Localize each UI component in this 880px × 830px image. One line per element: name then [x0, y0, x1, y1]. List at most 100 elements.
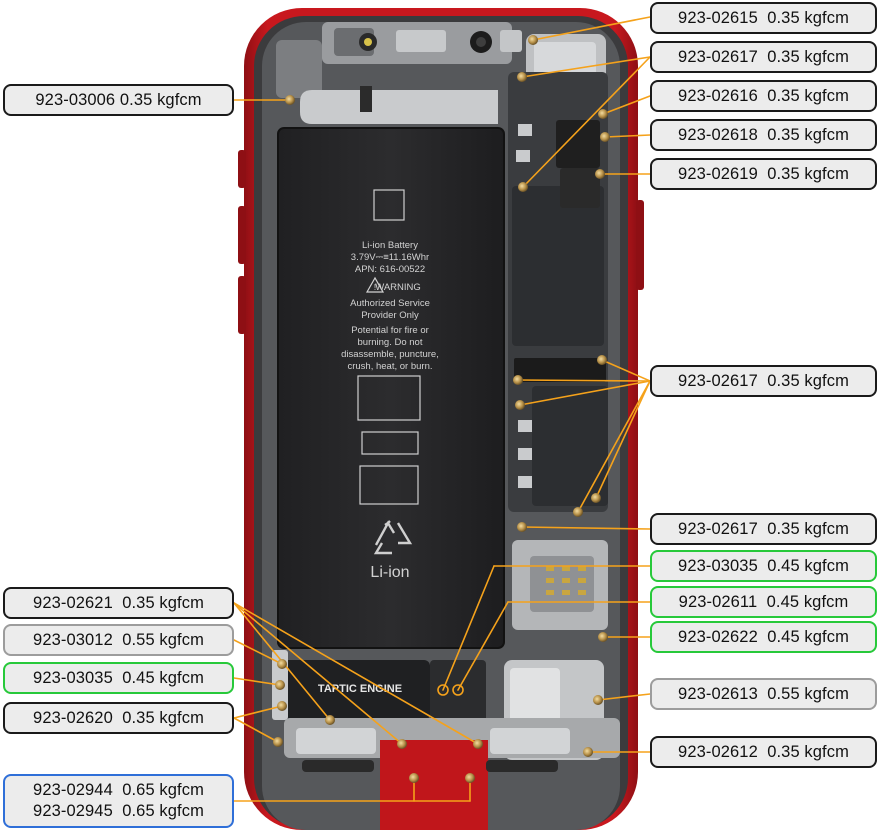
callout-text: 923-02613 0.55 kgfcm — [678, 684, 849, 703]
screw-marker — [277, 659, 287, 669]
warning-icon — [365, 276, 385, 293]
leader-line — [442, 565, 495, 691]
leader-line — [233, 639, 283, 665]
callout-text: 923-02945 0.65 kgfcm — [33, 802, 204, 820]
leader-line — [532, 16, 651, 41]
battery-hazard-1: Potential for fire or — [351, 325, 429, 336]
callout-02617-low: 923-02617 0.35 kgfcm — [650, 513, 877, 545]
callout-02613: 923-02613 0.55 kgfcm — [650, 678, 877, 710]
leader-line — [233, 602, 479, 745]
leader-line — [602, 95, 651, 115]
screw-marker — [517, 72, 527, 82]
callout-03035-left: 923-03035 0.45 kgfcm — [3, 662, 234, 694]
leader-line — [517, 379, 651, 382]
callout-text: 923-02621 0.35 kgfcm — [33, 593, 204, 612]
screw-marker — [600, 132, 610, 142]
callout-text: 923-02611 0.45 kgfcm — [678, 592, 849, 611]
screw-marker — [397, 739, 407, 749]
battery-authorized-1: Authorized Service — [350, 298, 430, 309]
leader-line — [233, 677, 281, 686]
callout-02611: 923-02611 0.45 kgfcm — [650, 586, 877, 618]
leader-line — [233, 602, 403, 745]
screw-marker — [517, 522, 527, 532]
callout-03035-right: 923-03035 0.45 kgfcm — [650, 550, 877, 582]
screw-marker — [409, 773, 419, 783]
callout-02944-02945: 923-02944 0.65 kgfcm 923-02945 0.65 kgfc… — [3, 774, 234, 828]
screw-markers — [273, 35, 610, 783]
callout-02618: 923-02618 0.35 kgfcm — [650, 119, 877, 151]
battery-hazard-2: burning. Do not — [358, 337, 423, 348]
screw-marker — [597, 355, 607, 365]
callout-text: 923-03006 0.35 kgfcm — [35, 90, 202, 109]
callout-02619: 923-02619 0.35 kgfcm — [650, 158, 877, 190]
callout-text: 923-02622 0.45 kgfcm — [678, 627, 849, 646]
screw-marker — [465, 773, 475, 783]
callout-text: 923-02617 0.35 kgfcm — [678, 371, 849, 390]
battery-authorized-2: Provider Only — [361, 310, 419, 321]
callout-03012: 923-03012 0.55 kgfcm — [3, 624, 234, 656]
screw-marker-open — [452, 684, 464, 696]
screw-marker — [598, 632, 608, 642]
leader-line — [521, 56, 651, 78]
callout-text: 923-03012 0.55 kgfcm — [33, 630, 204, 649]
callout-02616: 923-02616 0.35 kgfcm — [650, 80, 877, 112]
leader-line — [457, 601, 509, 691]
callout-text: 923-02612 0.35 kgfcm — [678, 742, 849, 761]
battery-warning: WARNING — [375, 282, 421, 293]
screw-marker — [528, 35, 538, 45]
screw-marker — [515, 400, 525, 410]
callout-02615: 923-02615 0.35 kgfcm — [650, 2, 877, 34]
callout-text: 923-02617 0.35 kgfcm — [678, 47, 849, 66]
callout-text: 923-02617 0.35 kgfcm — [678, 519, 849, 538]
battery-apn: APN: 616-00522 — [355, 264, 425, 275]
battery-hazard-4: crush, heat, or burn. — [347, 361, 432, 372]
screw-marker — [598, 109, 608, 119]
screw-marker — [593, 695, 603, 705]
screw-marker — [513, 375, 523, 385]
recycle-icon — [373, 520, 413, 555]
leader-line — [577, 380, 651, 513]
callout-text: 923-03035 0.45 kgfcm — [33, 668, 204, 687]
battery-hazard-3: disassemble, puncture, — [341, 349, 439, 360]
leader-line — [595, 380, 651, 499]
leader-line — [522, 56, 651, 188]
callout-text: 923-03035 0.45 kgfcm — [678, 556, 849, 575]
leader-line — [521, 526, 651, 530]
leader-lines — [233, 16, 651, 802]
screw-marker — [473, 739, 483, 749]
screw-marker — [583, 747, 593, 757]
leader-line — [519, 380, 651, 406]
callout-text: 923-02944 0.65 kgfcm — [33, 781, 204, 799]
callout-text: 923-02615 0.35 kgfcm — [678, 8, 849, 27]
callout-text: 923-02616 0.35 kgfcm — [678, 86, 849, 105]
battery-spec: 3.79V⎓≡11.16Whr — [351, 252, 429, 263]
callout-02622: 923-02622 0.45 kgfcm — [650, 621, 877, 653]
screw-marker — [518, 182, 528, 192]
leader-line — [233, 717, 279, 743]
screw-marker — [573, 507, 583, 517]
svg-text:!: ! — [374, 283, 376, 292]
callout-text: 923-02620 0.35 kgfcm — [33, 708, 204, 727]
callout-text: 923-02618 0.35 kgfcm — [678, 125, 849, 144]
battery-title: Li-ion Battery — [362, 240, 418, 251]
callout-02617-mid: 923-02617 0.35 kgfcm — [650, 365, 877, 397]
screw-marker — [591, 493, 601, 503]
screw-marker — [275, 680, 285, 690]
callout-02620: 923-02620 0.35 kgfcm — [3, 702, 234, 734]
screw-marker — [277, 701, 287, 711]
leader-line — [233, 705, 283, 719]
leader-line — [597, 693, 651, 701]
screw-marker — [325, 715, 335, 725]
callout-text: 923-02619 0.35 kgfcm — [678, 164, 849, 183]
leader-line — [601, 359, 651, 382]
internal-components: ! Li-ion Battery 3.79V⎓≡11.16Whr APN: 61… — [272, 22, 620, 830]
callout-02617-top: 923-02617 0.35 kgfcm — [650, 41, 877, 73]
screw-marker — [273, 737, 283, 747]
screw-marker — [285, 95, 295, 105]
screw-marker — [595, 169, 605, 179]
battery-chem: Li-ion — [370, 564, 409, 581]
leader-line — [604, 134, 651, 138]
callout-02612: 923-02612 0.35 kgfcm — [650, 736, 877, 768]
